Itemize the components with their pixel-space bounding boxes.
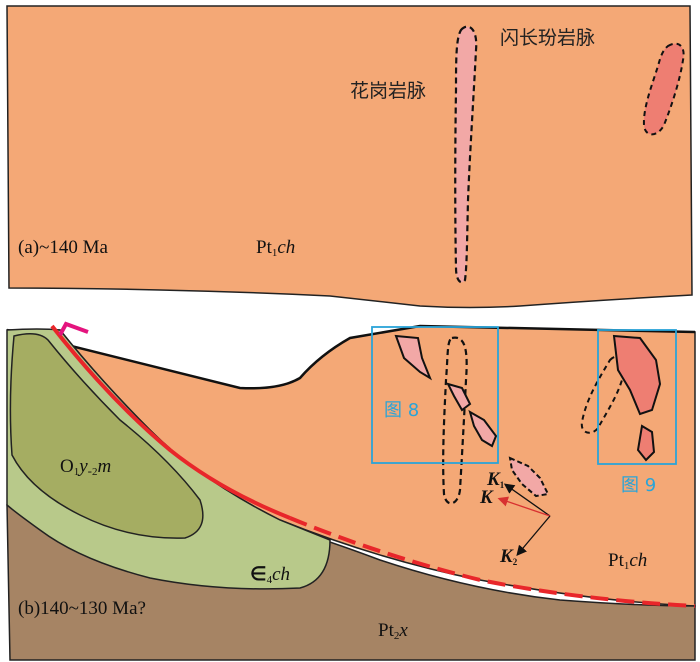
panel-a-host-rock [6, 5, 693, 309]
host-unit-label: Pt1ch [608, 550, 647, 572]
frame-box-figure-9 [597, 329, 677, 465]
fault-dashed-segment [289, 516, 696, 608]
panel-a-label: (a)~140 Ma [18, 237, 109, 258]
granite-fragment-3 [468, 409, 498, 448]
diorite-dike [642, 42, 685, 136]
frame-box-figure-8-label: 图 8 [384, 400, 419, 421]
fault-solid-segment [50, 324, 291, 520]
stress-k2-label: K2 [499, 546, 518, 567]
basement-unit-label: Pt2x [378, 620, 408, 642]
granite-fragment-1 [394, 334, 433, 381]
stress-k-arrow [497, 496, 551, 517]
panel-a-formation-label: Pt1ch [256, 237, 295, 259]
frame-box-figure-8 [371, 326, 499, 464]
stress-k1-arrow [503, 483, 551, 517]
stress-k2-arrow [516, 515, 551, 556]
diorite-fragment-2 [636, 424, 656, 462]
frame-box-figure-9-label: 图 9 [621, 475, 656, 496]
panel-b-label: (b)140~130 Ma? [18, 598, 146, 619]
panel-b-topographic-surface [6, 324, 696, 390]
stress-k-label: K [479, 487, 494, 508]
stress-k1-label: K1 [486, 469, 505, 490]
granite-dike [454, 25, 478, 284]
panel-a: (a)~140 Ma Pt1ch 花岗岩脉 闪长玢岩脉 [6, 5, 693, 309]
panel-b: 图 8 图 9 K1 K K2 O1y-2m ∈4ch Pt1ch Pt2x (… [6, 321, 696, 661]
cambrian-unit-label: ∈4ch [250, 564, 290, 586]
granite-fragment-2 [446, 382, 472, 412]
diorite-fragment-1 [612, 334, 662, 416]
granite-dike-outline-left [442, 336, 468, 505]
diorite-dike-label: 闪长玢岩脉 [500, 27, 595, 49]
ordovician-unit-label: O1y-2m [60, 456, 111, 478]
granite-fragment-4 [508, 456, 550, 498]
ordovician-unit [9, 333, 204, 539]
diorite-dike-outline-right [580, 355, 626, 434]
fault-motion-arrow [58, 321, 89, 336]
granite-dike-label: 花岗岩脉 [350, 80, 426, 102]
